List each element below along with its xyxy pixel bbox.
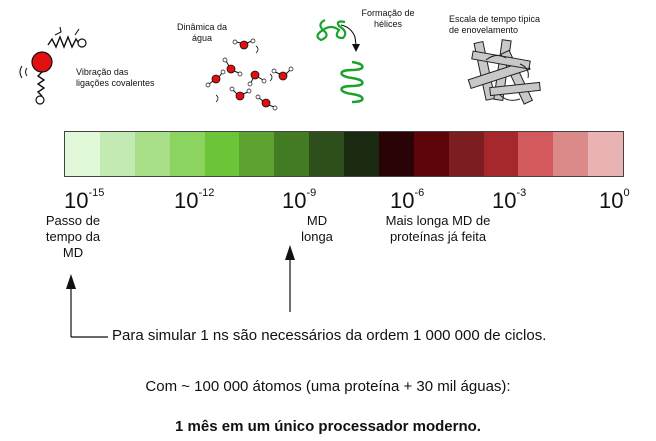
timestep-label: Passo de tempo da MD bbox=[45, 213, 101, 260]
vibrating-atom-icon bbox=[19, 26, 87, 105]
scale-cell-6 bbox=[239, 132, 275, 176]
scale-cell-9 bbox=[344, 132, 379, 176]
long-md-label: MD longa bbox=[301, 213, 333, 244]
helix-formation-label: Formação de hélices bbox=[361, 8, 415, 29]
scale-cell-11 bbox=[413, 132, 449, 176]
scale-cell-3 bbox=[134, 132, 170, 176]
folded-protein-icon bbox=[467, 39, 541, 105]
scale-cell-7 bbox=[274, 132, 310, 176]
scale-cell-5 bbox=[204, 132, 240, 176]
timescale-bar bbox=[64, 131, 624, 177]
timestep-arrow bbox=[66, 274, 108, 338]
scale-cell-12 bbox=[448, 132, 484, 176]
scale-cell-13 bbox=[483, 132, 519, 176]
helix-icon bbox=[316, 19, 364, 104]
folding-timescale-label: Escala de tempo típica de enovelamento bbox=[449, 14, 541, 35]
scale-cell-2 bbox=[99, 132, 135, 176]
scale-cell-15 bbox=[553, 132, 589, 176]
scale-cell-10 bbox=[378, 132, 414, 176]
atoms-note: Com ~ 100 000 átomos (uma proteína + 30 … bbox=[145, 378, 511, 395]
conclusion-text: 1 mês em um único processador moderno. bbox=[175, 418, 481, 435]
tick-label-4: 10-6 bbox=[390, 187, 425, 213]
tick-label-2: 10-12 bbox=[174, 187, 215, 213]
tick-label-3: 10-9 bbox=[282, 187, 317, 213]
tick-label-6: 100 bbox=[599, 187, 630, 213]
vibration-label: Vibração das ligações covalentes bbox=[76, 67, 155, 88]
cycles-note: Para simular 1 ns são necessários da ord… bbox=[112, 327, 547, 344]
water-molecules-icon bbox=[205, 38, 294, 111]
scale-cell-4 bbox=[169, 132, 205, 176]
tick-label-1: 10-15 bbox=[64, 187, 105, 213]
longest-md-label: Mais longa MD de proteínas já feita bbox=[385, 213, 491, 244]
scale-cell-8 bbox=[309, 132, 344, 176]
water-dynamics-label: Dinâmica da água bbox=[176, 22, 228, 43]
long-md-arrow bbox=[285, 245, 295, 312]
scale-cell-14 bbox=[518, 132, 554, 176]
scale-cell-1 bbox=[65, 132, 100, 176]
scale-cell-16 bbox=[588, 132, 623, 176]
tick-label-5: 10-3 bbox=[492, 187, 527, 213]
